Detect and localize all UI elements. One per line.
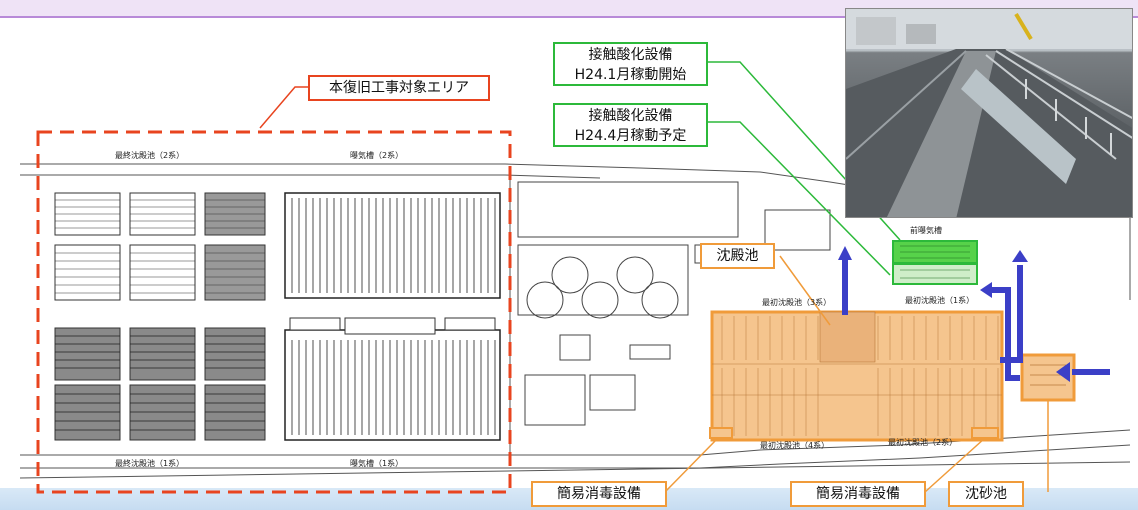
final-settling-tanks-1: [54, 327, 266, 441]
photo-illustration: [846, 9, 1132, 217]
disinfection-box-right: [971, 427, 999, 439]
callout-settling-tank: 沈殿池: [700, 243, 775, 269]
primary-settling-cells: [721, 316, 999, 436]
final-settling-hatch-1: [55, 335, 265, 431]
flow-arrowheads: [838, 246, 1070, 382]
grit-chamber-area: [1020, 353, 1076, 402]
site-photo: [845, 8, 1133, 218]
contact-oxidation-1-status: H24.1月稼動開始: [574, 67, 687, 83]
callout-contact-oxidation-started: 接触酸化設備 H24.1月稼動開始: [553, 42, 708, 86]
aeration-tank-1: [284, 317, 501, 441]
disinfection-box-left: [709, 427, 733, 439]
callout-restoration-area: 本復旧工事対象エリア: [308, 75, 490, 101]
restoration-boundary: [36, 130, 512, 494]
callout-contact-oxidation-planned: 接触酸化設備 H24.4月稼動予定: [553, 103, 708, 147]
aeration-tank-lines: [291, 198, 496, 435]
aeration-tank-2: [284, 192, 501, 299]
label-aeration-1: 曝気槽（1系）: [350, 458, 403, 468]
label-aeration-2: 曝気槽（2系）: [350, 150, 403, 160]
label-final-settling-1: 最終沈殿池（1系）: [115, 458, 184, 468]
final-settling-hatch-2: [55, 199, 265, 294]
contact-oxidation-1-title: 接触酸化設備: [588, 47, 673, 63]
label-primary-settling-3: 最初沈殿池（3系）: [762, 297, 831, 307]
label-primary-settling-1: 最初沈殿池（1系）: [905, 295, 974, 305]
callout-simple-disinfection-right: 簡易消毒設備: [790, 481, 926, 507]
label-primary-settling-2: 最初沈殿池（2系）: [888, 437, 957, 447]
primary-settling-area: [710, 310, 1004, 442]
label-final-settling-2: 最終沈殿池（2系）: [115, 150, 184, 160]
label-pre-aeration: 前曝気槽: [910, 225, 942, 235]
contact-oxidation-units: [892, 240, 978, 285]
contact-oxidation-2-title: 接触酸化設備: [588, 108, 673, 124]
callout-simple-disinfection-left: 簡易消毒設備: [531, 481, 667, 507]
central-facilities: [517, 181, 831, 426]
callout-grit-chamber: 沈砂池: [948, 481, 1024, 507]
flow-arrows: [842, 258, 1110, 381]
label-primary-settling-4: 最初沈殿池（4系）: [760, 440, 829, 450]
contact-oxidation-2-status: H24.4月稼動予定: [574, 128, 687, 144]
final-settling-tanks-2: [54, 192, 266, 301]
